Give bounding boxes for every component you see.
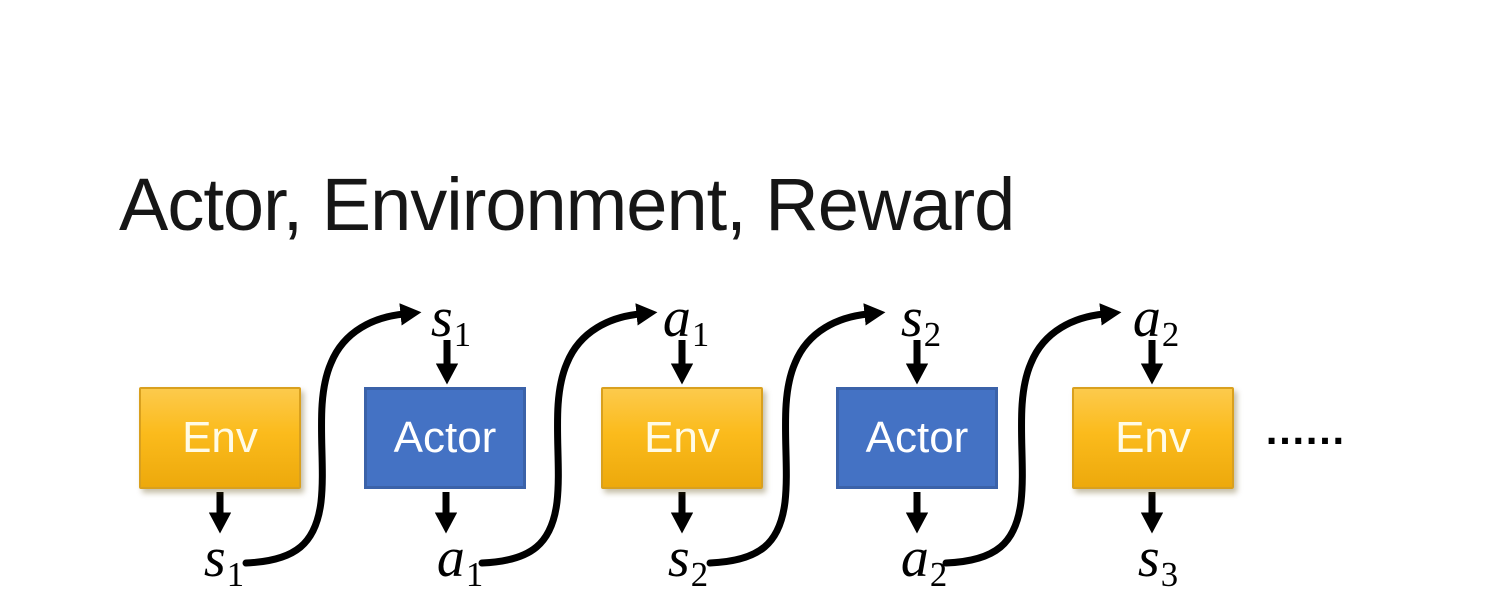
actor-box-2: Actor: [836, 387, 998, 489]
bottom-label-s1: s1: [204, 530, 244, 592]
bottom-label-s3-base: s: [1137, 527, 1160, 589]
env-box-3: Env: [1072, 387, 1234, 489]
top-label-s2-base: s: [900, 287, 923, 349]
bottom-label-a1-base: a: [436, 527, 465, 589]
bottom-label-a1: a1: [437, 530, 483, 592]
top-label-a2-sub: 2: [1161, 314, 1180, 354]
bottom-label-s2: s2: [668, 530, 708, 592]
bottom-label-a1-sub: 1: [465, 554, 484, 594]
bottom-label-s1-base: s: [203, 527, 226, 589]
bottom-label-s3: s3: [1138, 530, 1178, 592]
actor-box-2-label: Actor: [865, 413, 969, 462]
bottom-label-a2: a2: [901, 530, 947, 592]
top-label-s1-base: s: [430, 287, 453, 349]
top-label-s1-sub: 1: [453, 314, 472, 354]
top-label-a2-base: a: [1132, 287, 1161, 349]
env-box-1-label: Env: [182, 413, 258, 462]
bottom-label-s2-sub: 2: [690, 554, 709, 594]
top-label-a2: a2: [1133, 290, 1179, 352]
bottom-label-s3-sub: 3: [1160, 554, 1179, 594]
top-label-a1: a1: [663, 290, 709, 352]
bottom-label-s2-base: s: [667, 527, 690, 589]
top-label-s2: s2: [901, 290, 941, 352]
bottom-down-arrows: [208, 492, 1164, 534]
env-box-1: Env: [139, 387, 301, 489]
slide-title: Actor, Environment, Reward: [119, 162, 1015, 246]
bottom-label-a2-base: a: [900, 527, 929, 589]
bottom-label-a2-sub: 2: [929, 554, 948, 594]
bottom-label-s1-sub: 1: [226, 554, 245, 594]
top-label-s1: s1: [431, 290, 471, 352]
continuation-ellipsis: ……: [1264, 406, 1346, 453]
env-box-2-label: Env: [644, 413, 720, 462]
top-label-a1-base: a: [662, 287, 691, 349]
env-box-2: Env: [601, 387, 763, 489]
top-label-s2-sub: 2: [923, 314, 942, 354]
top-down-arrows: [435, 340, 1164, 385]
top-label-a1-sub: 1: [691, 314, 710, 354]
actor-box-1: Actor: [364, 387, 526, 489]
actor-box-1-label: Actor: [393, 413, 497, 462]
env-box-3-label: Env: [1115, 413, 1191, 462]
